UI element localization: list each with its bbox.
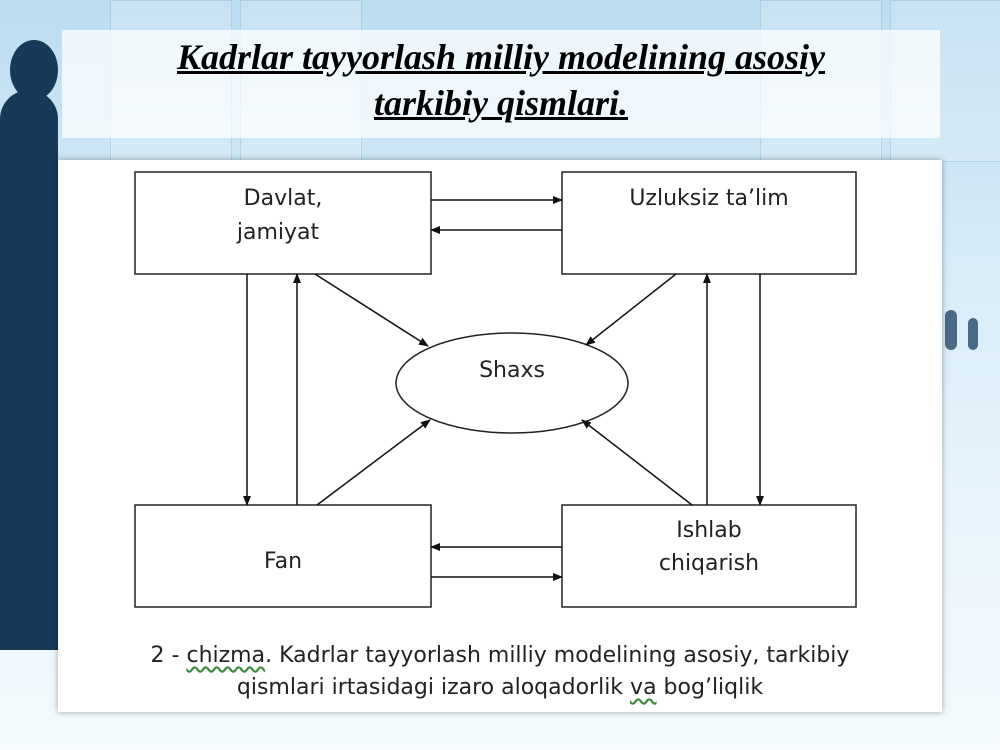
caption-number: 2 -	[150, 643, 187, 668]
edge-ishlab-to-shaxs	[581, 419, 693, 506]
node-shaxs-label: Shaxs	[479, 358, 545, 383]
node-uzluksiz-label: Uzluksiz ta’lim	[629, 186, 788, 211]
caption-line-2-text-a: qismlari irtasidagi izaro aloqadorlik	[236, 675, 631, 700]
node-uzluksiz	[561, 171, 857, 275]
edge-uzluksiz-to-shaxs	[585, 273, 677, 346]
title-band	[62, 30, 940, 138]
background-person-silhouette	[0, 90, 58, 650]
node-shaxs	[395, 332, 629, 434]
node-davlat-label-1: Davlat,	[244, 186, 323, 211]
background-person-silhouette	[968, 318, 978, 350]
node-fan-label: Fan	[264, 549, 302, 574]
caption-line-2: qismlari irtasidagi izaro aloqadorlik va…	[58, 672, 942, 704]
slide-title-line-1: Kadrlar tayyorlash milliy modelining aso…	[176, 37, 826, 77]
background-person-head	[10, 40, 58, 100]
slide-title: Kadrlar tayyorlash milliy modelining aso…	[62, 34, 940, 126]
diagram-caption: 2 - chizma. Kadrlar tayyorlash milliy mo…	[58, 640, 942, 704]
edge-davlat-to-shaxs	[314, 273, 429, 347]
caption-line-1-text: . Kadrlar tayyorlash milliy modelining a…	[265, 643, 850, 668]
slide-title-line-2: tarkibiy qismlari.	[373, 83, 629, 123]
caption-word-chizma: chizma	[186, 643, 266, 668]
caption-line-2-text-c: bog’liqlik	[656, 675, 764, 700]
node-fan	[134, 504, 432, 608]
node-davlat-label-2: jamiyat	[236, 220, 320, 245]
node-ishlab-label-1: Ishlab	[676, 518, 741, 543]
node-ishlab	[561, 504, 857, 608]
node-davlat	[134, 171, 432, 275]
background-person-silhouette	[945, 310, 957, 350]
caption-line-1: 2 - chizma. Kadrlar tayyorlash milliy mo…	[58, 640, 942, 672]
edge-fan-to-shaxs	[316, 419, 431, 506]
node-ishlab-label-2: chiqarish	[659, 551, 759, 576]
caption-word-va: va	[630, 675, 657, 700]
